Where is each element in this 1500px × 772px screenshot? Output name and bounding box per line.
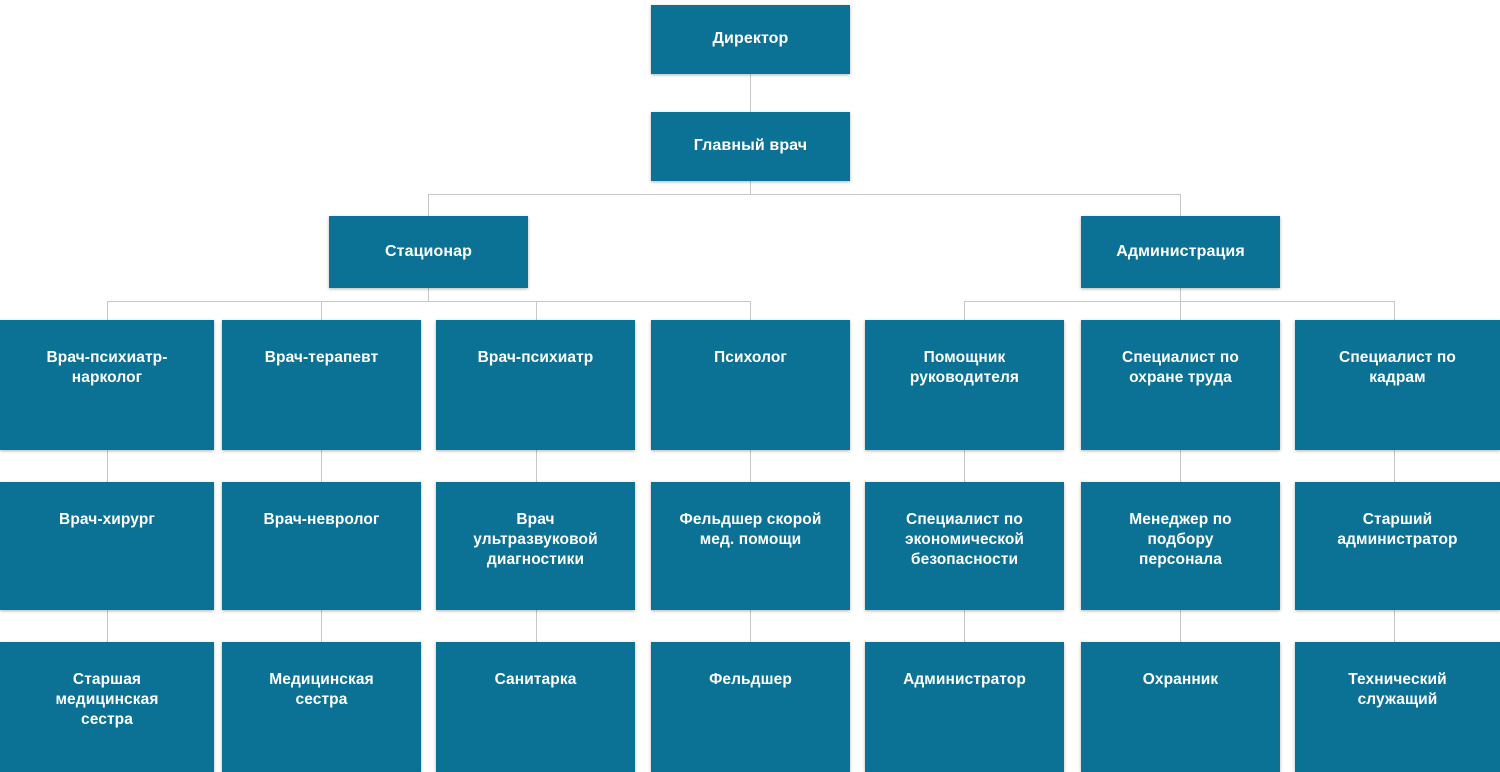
node-r5c5[interactable]: Администратор — [865, 642, 1064, 772]
connector-administration-child-3 — [1394, 301, 1395, 320]
connector-r4c7-r5c7 — [1394, 610, 1395, 642]
node-r4c2[interactable]: Врач-невролог — [222, 482, 421, 610]
connector-r3c2-r4c2 — [321, 450, 322, 482]
connector-stationar-child-3 — [536, 301, 537, 320]
node-administration[interactable]: Администрация — [1081, 216, 1280, 288]
node-r3c5[interactable]: Помощник руководителя — [865, 320, 1064, 450]
connector-r3c1-r4c1 — [107, 450, 108, 482]
connector-chief-drop — [750, 180, 751, 194]
node-r3c7[interactable]: Специалист по кадрам — [1295, 320, 1500, 450]
node-r5c2[interactable]: Медицинская сестра — [222, 642, 421, 772]
node-r4c3[interactable]: Врач ультразвуковой диагностики — [436, 482, 635, 610]
connector-stationar-bus — [107, 301, 751, 302]
connector-administration-child-2 — [1180, 301, 1181, 320]
node-r3c4[interactable]: Психолог — [651, 320, 850, 450]
node-r3c3[interactable]: Врач-психиатр — [436, 320, 635, 450]
node-r5c4[interactable]: Фельдшер — [651, 642, 850, 772]
node-r4c1[interactable]: Врач-хирург — [0, 482, 214, 610]
node-r4c7[interactable]: Старший администратор — [1295, 482, 1500, 610]
node-r4c6[interactable]: Менеджер по подбору персонала — [1081, 482, 1280, 610]
node-r5c1[interactable]: Старшая медицинская сестра — [0, 642, 214, 772]
connector-r3c6-r4c6 — [1180, 450, 1181, 482]
connector-administration-drop — [1180, 288, 1181, 302]
connector-r3c5-r4c5 — [964, 450, 965, 482]
connector-r4c2-r5c2 — [321, 610, 322, 642]
connector-r4c4-r5c4 — [750, 610, 751, 642]
node-r3c6[interactable]: Специалист по охране труда — [1081, 320, 1280, 450]
node-r5c7[interactable]: Технический служащий — [1295, 642, 1500, 772]
node-r5c3[interactable]: Санитарка — [436, 642, 635, 772]
node-r5c6[interactable]: Охранник — [1081, 642, 1280, 772]
node-stationar[interactable]: Стационар — [329, 216, 528, 288]
node-r3c1[interactable]: Врач-психиатр- нарколог — [0, 320, 214, 450]
connector-bus-to-stationar — [428, 194, 429, 216]
node-r4c5[interactable]: Специалист по экономической безопасности — [865, 482, 1064, 610]
connector-level2-bus — [428, 194, 1181, 195]
node-chief-doctor[interactable]: Главный врач — [651, 112, 850, 181]
connector-r4c6-r5c6 — [1180, 610, 1181, 642]
connector-r3c3-r4c3 — [536, 450, 537, 482]
connector-r4c1-r5c1 — [107, 610, 108, 642]
connector-r4c3-r5c3 — [536, 610, 537, 642]
connector-administration-child-1 — [964, 301, 965, 320]
node-r3c2[interactable]: Врач-терапевт — [222, 320, 421, 450]
connector-stationar-child-2 — [321, 301, 322, 320]
node-r4c4[interactable]: Фельдшер скорой мед. помощи — [651, 482, 850, 610]
connector-administration-bus — [964, 301, 1395, 302]
connector-stationar-drop — [428, 288, 429, 302]
connector-bus-to-administration — [1180, 194, 1181, 216]
connector-r3c4-r4c4 — [750, 450, 751, 482]
connector-stationar-child-4 — [750, 301, 751, 320]
connector-stationar-child-1 — [107, 301, 108, 320]
connector-director-to-chief — [750, 74, 751, 113]
connector-r4c5-r5c5 — [964, 610, 965, 642]
connector-r3c7-r4c7 — [1394, 450, 1395, 482]
node-director[interactable]: Директор — [651, 5, 850, 74]
